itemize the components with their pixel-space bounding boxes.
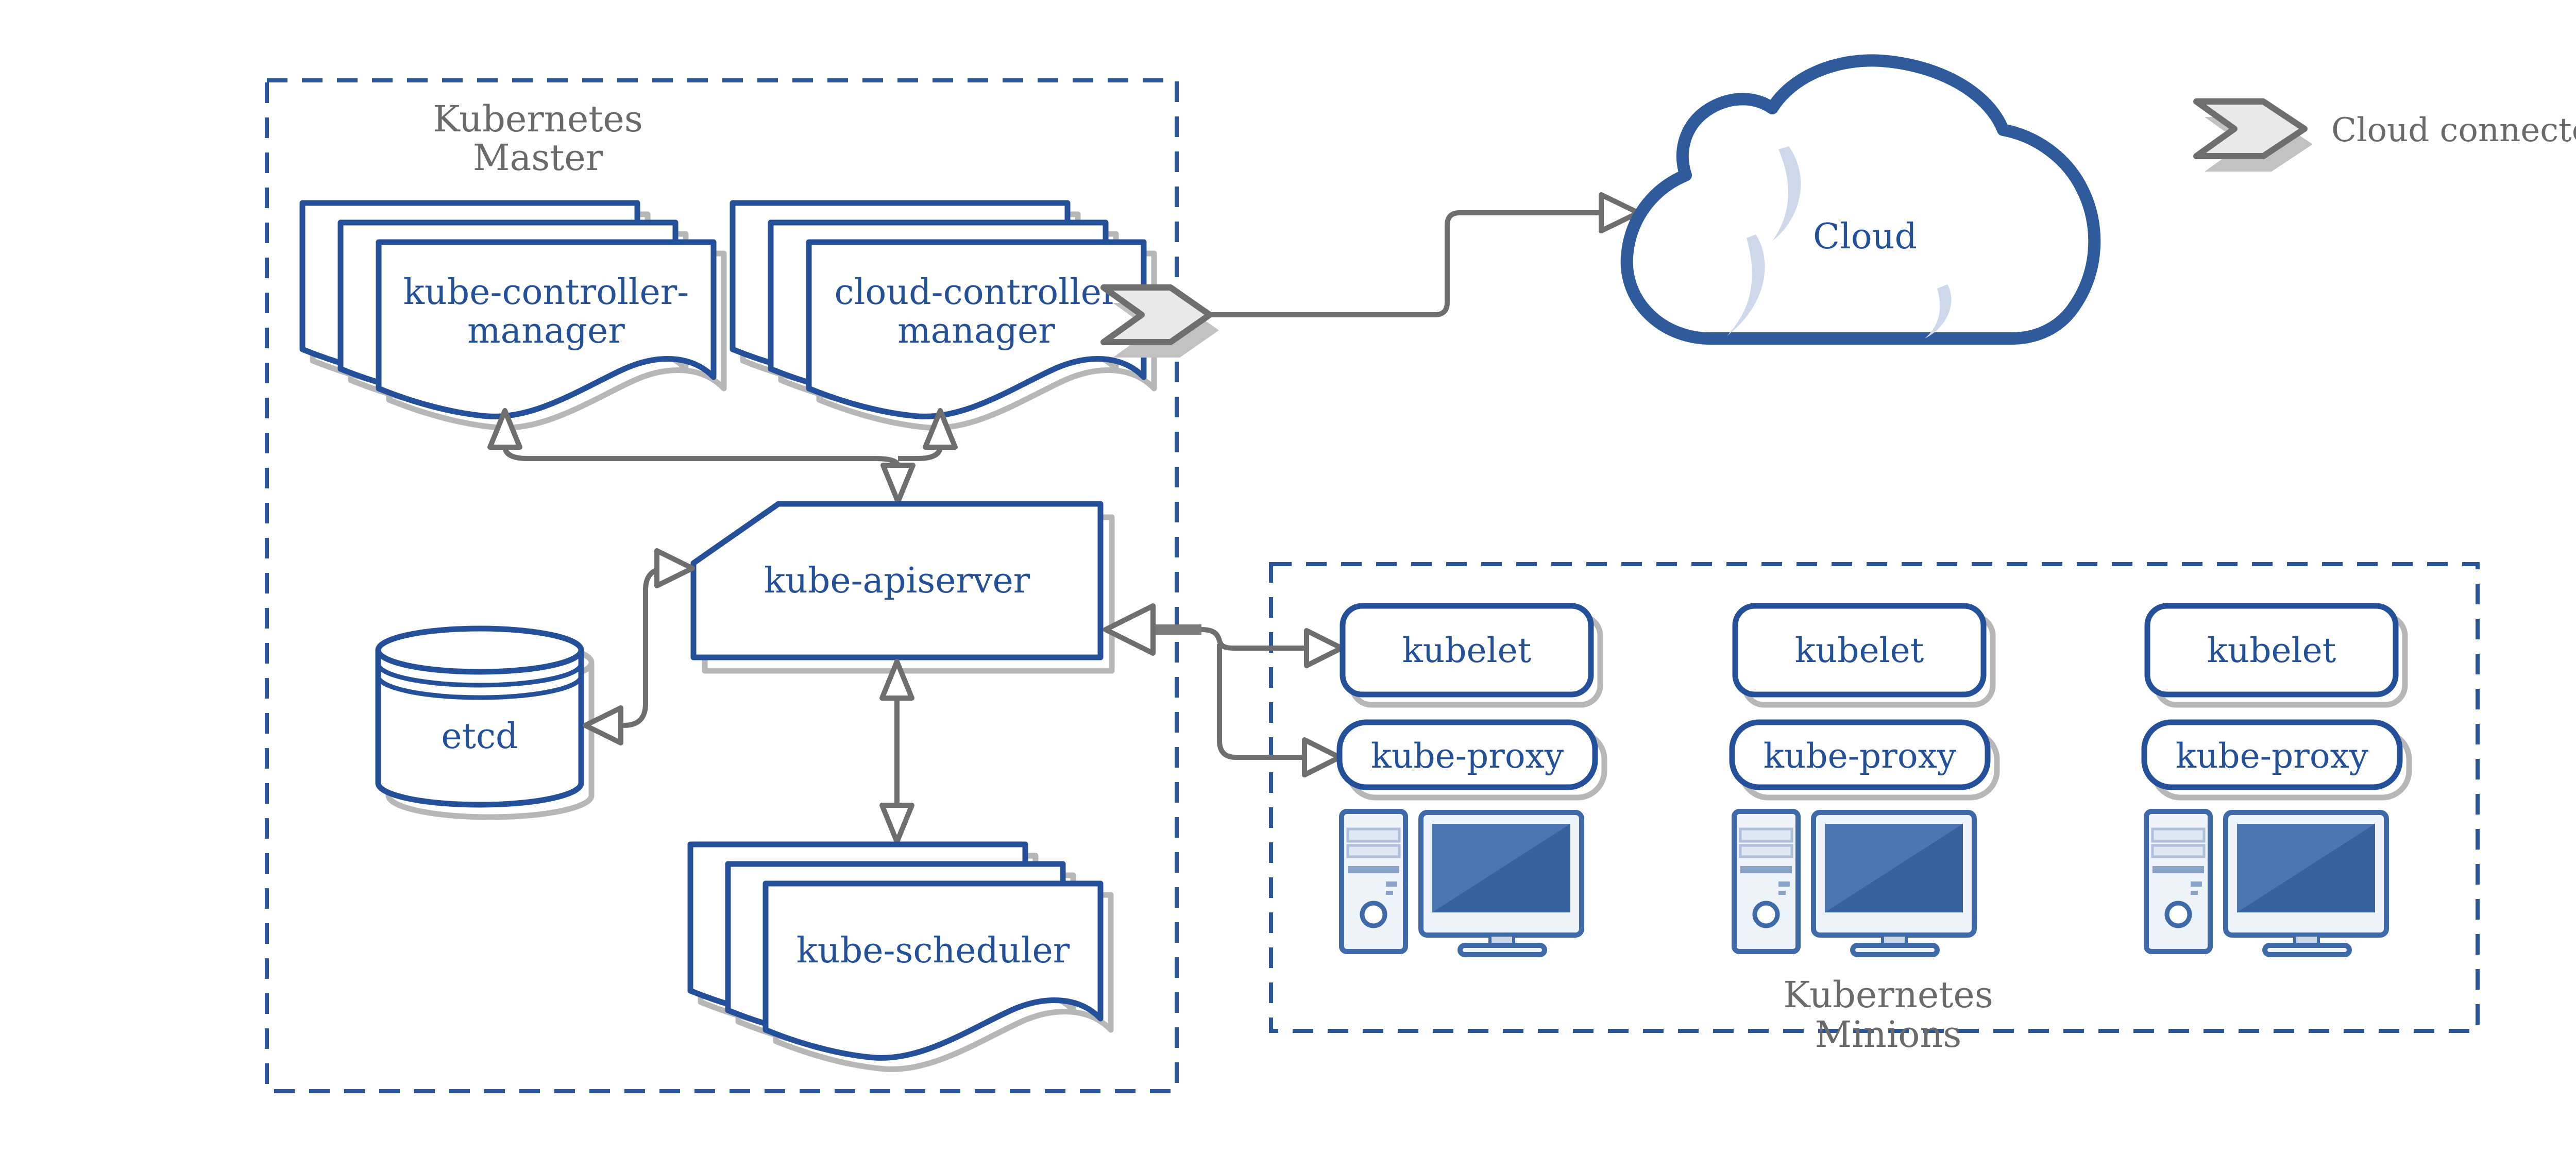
arrowhead-into-kube-proxy: [1302, 737, 1342, 777]
minion-node-1: kubelet kube-proxy: [1336, 603, 1607, 957]
cloud-highlight-2: [1727, 234, 1765, 336]
etcd-label: etcd: [441, 716, 518, 757]
kubelet-box-1: [1340, 603, 1594, 698]
kube-controller-manager-label-line2: manager: [467, 311, 625, 351]
kubelet-label-1: kubelet: [1402, 631, 1532, 670]
kubelet-box-2: [1732, 603, 1987, 698]
cloud-label: Cloud: [1813, 216, 1917, 257]
cloud-controller-manager-label-line2: manager: [897, 311, 1055, 351]
legend-cloud-connector-icon: [2193, 98, 2313, 172]
cloud-highlight-1: [1772, 146, 1801, 241]
cloud-controller-manager-label-line1: cloud-controller: [835, 272, 1118, 313]
arrow-controllers-to-apiserver: [487, 408, 958, 504]
master-title-line1: Kubernetes: [433, 98, 643, 140]
arrow-apiserver-to-scheduler: [879, 659, 914, 844]
arrowhead-into-apiserver-top: [880, 463, 916, 504]
kube-proxy-box-3: [2141, 719, 2403, 790]
legend-label: Cloud connector: [2331, 111, 2576, 149]
kubelet-label-3: kubelet: [2207, 631, 2336, 670]
cloud-highlight-3: [1925, 284, 1952, 338]
kube-controller-manager-label-line1: kube-controller-: [403, 272, 689, 313]
kubelet-label-2: kubelet: [1795, 631, 1924, 670]
minion-node-2: kubelet kube-proxy: [1729, 603, 2000, 957]
arrow-apiserver-to-etcd: [583, 548, 695, 745]
arrowhead-into-apiserver-right: [1103, 603, 1156, 656]
cloud-connector-chevron-icon: [1100, 284, 1219, 358]
kube-scheduler-label: kube-scheduler: [796, 930, 1070, 971]
arrowhead-into-cloud: [1599, 192, 1641, 233]
arrowhead-into-apiserver-left: [654, 548, 695, 588]
kube-proxy-box-1: [1336, 719, 1598, 790]
arrow-cloud-controller-to-cloud: [1210, 210, 1599, 317]
arrowhead-into-cloud-controller-manager: [923, 408, 958, 450]
computer-icon-2: [1732, 809, 1977, 957]
kube-proxy-label-3: kube-proxy: [2176, 736, 2369, 776]
minions-title-line2: Minions: [1815, 1013, 1962, 1056]
minions-boundary-box: [1269, 562, 2480, 1033]
master-boundary-box: [265, 78, 1179, 1093]
kube-proxy-label-1: kube-proxy: [1371, 736, 1564, 776]
arrowhead-into-scheduler: [879, 803, 914, 844]
kubelet-box-3: [2144, 603, 2399, 698]
api-server-label: kube-apiserver: [764, 561, 1030, 601]
cloud-icon: [1620, 54, 2101, 345]
arrowhead-into-kubelet: [1304, 628, 1344, 668]
arrowhead-into-apiserver-bottom: [879, 659, 914, 701]
computer-icon-1: [1339, 809, 1584, 957]
arrow-apiserver-to-node: [1103, 603, 1344, 777]
master-title-line2: Master: [473, 137, 603, 179]
computer-icon-3: [2144, 809, 2389, 957]
arrowhead-into-kube-controller-manager: [487, 408, 522, 450]
etcd-database-icon: [375, 625, 595, 820]
kube-proxy-label-2: kube-proxy: [1764, 736, 1957, 776]
kube-proxy-box-2: [1729, 719, 1991, 790]
arrowhead-into-etcd: [583, 705, 623, 745]
minion-node-3: kubelet kube-proxy: [2141, 603, 2412, 957]
minions-title-line1: Kubernetes: [1783, 974, 1993, 1016]
api-server-shape: [690, 501, 1115, 674]
